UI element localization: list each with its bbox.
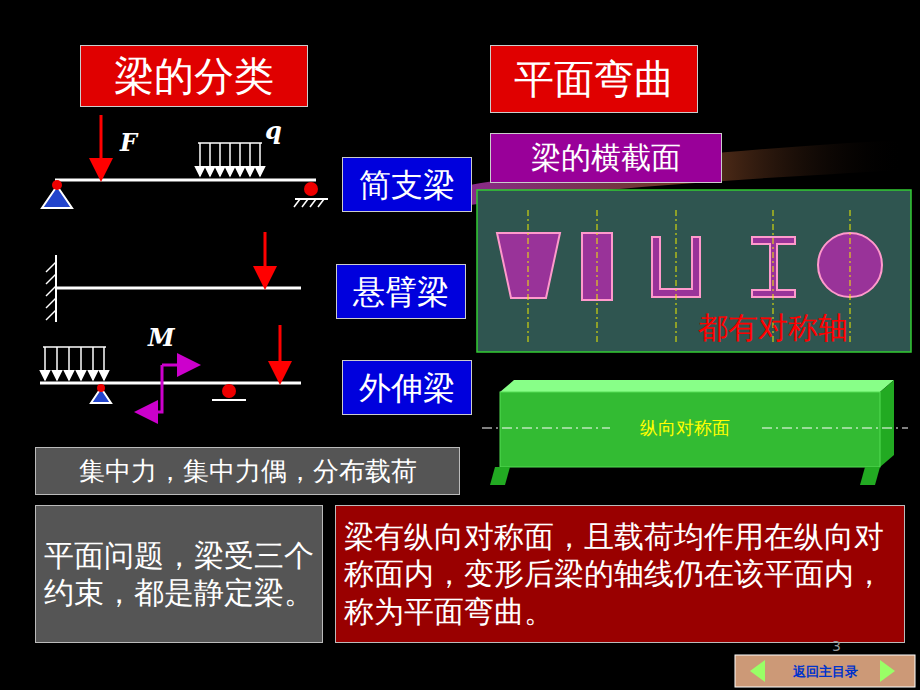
node-text: 悬臂梁 (345, 272, 457, 312)
node-text: 梁的横截面 (499, 139, 713, 177)
note-text: 都有对称轴 (640, 305, 905, 351)
section-panel (477, 190, 911, 352)
beam-3d (482, 380, 908, 485)
plane-label: 纵向对称面 (610, 413, 760, 444)
node-text: 简支梁 (351, 165, 463, 205)
subtitle-box: 梁的横截面 (490, 133, 722, 183)
title-box: 梁的分类 (80, 45, 308, 107)
symbol-label: F (120, 128, 137, 157)
node-text: 梁有纵向对称面，且载荷均作用在纵向对称面内，变形后梁的轴线仍在该平面内，称为平面… (344, 518, 896, 631)
nav-button: 返回主目录 (770, 660, 880, 684)
nav-buttons (735, 655, 915, 687)
note-box: 集中力，集中力偶，分布载荷 (35, 447, 460, 495)
symbol-label: q (265, 116, 282, 145)
node-text: 返回主目录 (778, 664, 872, 680)
node-text: 纵向对称面 (618, 417, 752, 440)
node-text: 平面问题，梁受三个约束，都是静定梁。 (44, 537, 314, 612)
node-text: 都有对称轴 (648, 309, 897, 347)
node-text: 梁的分类 (89, 51, 299, 101)
cross-sections (497, 233, 882, 300)
node-text: 平面弯曲 (499, 54, 689, 104)
node-text: 外伸梁 (351, 368, 463, 408)
note-box: 平面问题，梁受三个约束，都是静定梁。 (35, 505, 323, 643)
beam-type-box: 外伸梁 (342, 360, 472, 415)
node-text: 集中力，集中力偶，分布载荷 (44, 455, 451, 488)
beam-type-box: 简支梁 (342, 157, 472, 212)
definition-box: 梁有纵向对称面，且载荷均作用在纵向对称面内，变形后梁的轴线仍在该平面内，称为平面… (335, 505, 905, 643)
beam-type-box: 悬臂梁 (336, 264, 466, 319)
cantilever-beam (46, 232, 301, 322)
symbol-label: M (148, 323, 175, 352)
title-box: 平面弯曲 (490, 45, 698, 113)
symbol-label: 3 (832, 638, 841, 654)
simple-beam (42, 115, 328, 208)
